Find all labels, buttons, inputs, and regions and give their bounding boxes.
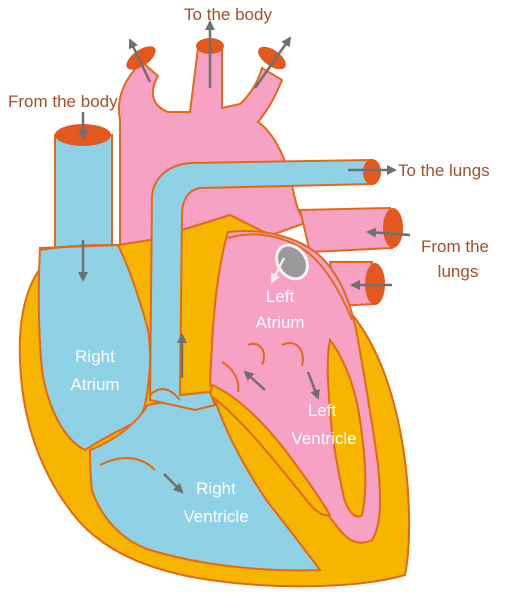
label-left-ventricle-line2: Ventricle <box>291 429 356 448</box>
label-left-atrium-line2: Atrium <box>255 313 304 332</box>
superior-vena-cava <box>55 135 112 248</box>
pulmonary-vein-upper-opening <box>383 208 403 248</box>
label-from-the-body: From the body <box>8 92 118 111</box>
label-right-ventricle-line1: Right <box>196 479 236 498</box>
label-right-ventricle-line2: Ventricle <box>183 507 248 526</box>
label-left-atrium-line1: Left <box>266 287 295 306</box>
label-to-the-body: To the body <box>184 5 272 24</box>
label-right-atrium-line2: Atrium <box>70 375 119 394</box>
label-right-atrium-line1: Right <box>75 347 115 366</box>
pulmonary-artery-opening <box>363 159 381 185</box>
pulmonary-vein-upper <box>300 208 392 252</box>
label-left-ventricle-line1: Left <box>308 401 337 420</box>
label-from-the-lungs-line2: lungs <box>438 262 479 281</box>
label-to-the-lungs: To the lungs <box>398 161 490 180</box>
label-from-the-lungs-line1: From the <box>421 237 489 256</box>
